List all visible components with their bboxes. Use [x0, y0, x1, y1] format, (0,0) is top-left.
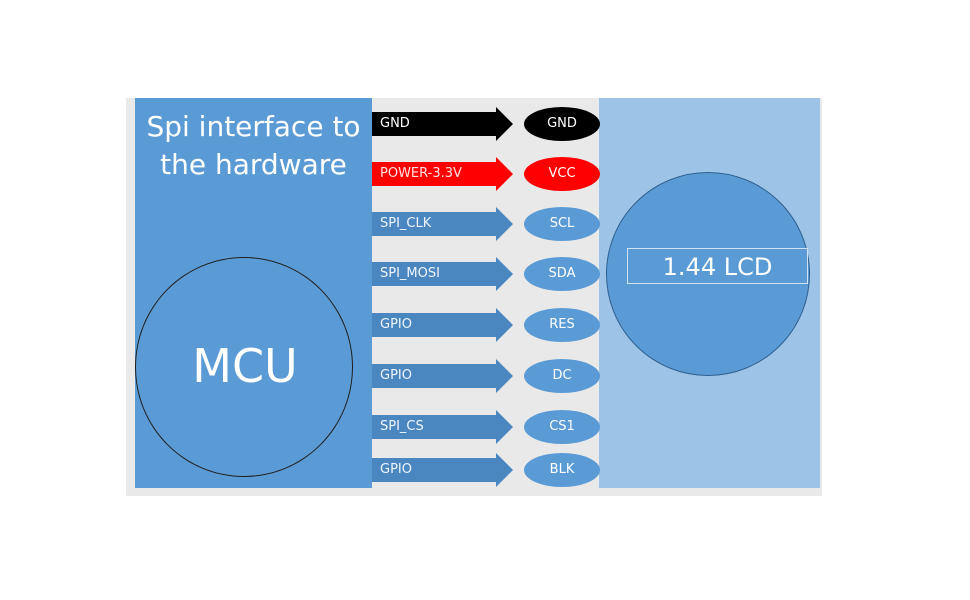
signal-label: GPIO	[380, 368, 412, 383]
connection-arrow	[372, 359, 513, 393]
lcd-label: 1.44 LCD	[662, 253, 773, 281]
pin-ellipse	[524, 207, 600, 241]
signal-label: GPIO	[380, 317, 412, 332]
connection-arrow	[372, 308, 513, 342]
pin-ellipse	[524, 257, 600, 291]
mcu-circle	[135, 257, 353, 477]
pin-label: CS1	[549, 419, 575, 434]
pin-ellipse	[524, 308, 600, 342]
pin-label: SCL	[549, 216, 575, 231]
mcu-title-line-1: Spi interface to	[146, 110, 361, 143]
signal-label: SPI_CS	[380, 419, 424, 434]
connection-arrow	[372, 453, 513, 487]
pin-ellipse	[524, 157, 600, 191]
signal-label: SPI_MOSI	[380, 266, 440, 281]
connection-arrow	[372, 257, 513, 291]
mcu-label: MCU	[192, 339, 298, 393]
signal-label: POWER-3.3V	[380, 166, 462, 181]
pin-ellipse	[524, 107, 600, 141]
pin-label: SDA	[548, 266, 576, 281]
connection-arrow	[372, 410, 513, 444]
pin-label: BLK	[549, 462, 575, 477]
pin-ellipse	[524, 359, 600, 393]
connection-arrow	[372, 157, 513, 191]
connection-arrow	[372, 207, 513, 241]
lcd-label-box	[627, 248, 808, 284]
pin-label: GND	[547, 116, 577, 131]
signal-label: GPIO	[380, 462, 412, 477]
mcu-panel-title: Spi interface to the hardware	[135, 108, 372, 184]
pin-label: VCC	[548, 166, 576, 181]
signal-label: GND	[380, 116, 410, 131]
connection-arrow	[372, 107, 513, 141]
pin-ellipse	[524, 453, 600, 487]
pin-label: RES	[549, 317, 575, 332]
signal-label: SPI_CLK	[380, 216, 432, 231]
pin-label: DC	[552, 368, 572, 383]
pin-ellipse	[524, 410, 600, 444]
mcu-title-line-2: the hardware	[160, 148, 347, 181]
